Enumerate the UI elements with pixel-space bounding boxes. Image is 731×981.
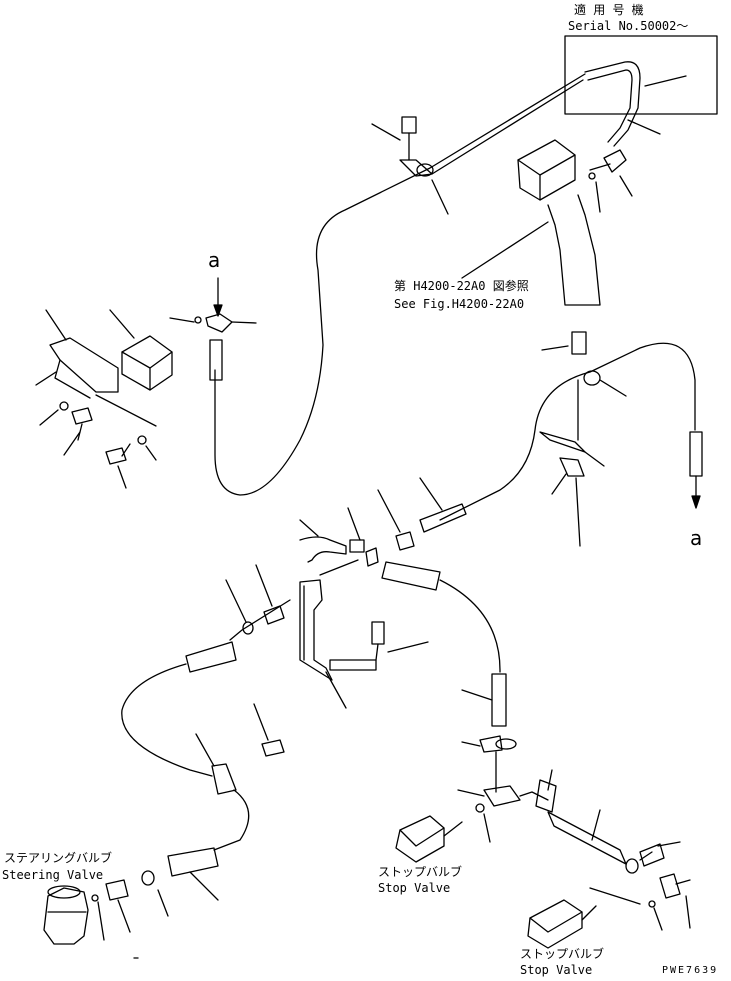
fig-ref-en: See Fig.H4200-22A0 xyxy=(394,297,525,311)
upper-pipe xyxy=(214,73,586,496)
serial-inset-box xyxy=(564,35,718,115)
drawing-code: PWE7639 xyxy=(662,965,719,976)
central-junction xyxy=(299,477,501,709)
stop-valve-1-label-en: Stop Valve xyxy=(378,881,451,895)
valve-block-bracket xyxy=(35,309,173,489)
fig-ref-jp: 第 H4200-22A0 図参照 xyxy=(394,279,529,293)
right-pipe xyxy=(439,342,696,521)
serial-number: Serial No.50002〜 xyxy=(568,19,689,33)
marker-a-right: a xyxy=(690,526,703,550)
applicable-serial-jp: 適 用 号 機 xyxy=(574,3,644,17)
left-pipe-group xyxy=(91,564,291,959)
lower-right-group xyxy=(395,673,691,949)
inset-hose xyxy=(584,61,687,147)
steering-valve-label-en: Steering Valve xyxy=(2,868,104,882)
marker-a-top: a xyxy=(208,248,221,272)
stop-valve-2-label-jp: ストップバルブ xyxy=(520,947,605,961)
marker-a-top-arrow xyxy=(169,277,257,381)
right-clamp xyxy=(539,331,703,547)
stop-valve-2-label-en: Stop Valve xyxy=(520,963,593,977)
steering-valve xyxy=(43,885,89,945)
stop-valve-1-label-jp: ストップバルブ xyxy=(378,865,463,879)
top-clamp xyxy=(371,116,449,215)
lever-assembly xyxy=(461,139,633,306)
steering-valve-label-jp: ステアリングバルブ xyxy=(4,851,113,865)
